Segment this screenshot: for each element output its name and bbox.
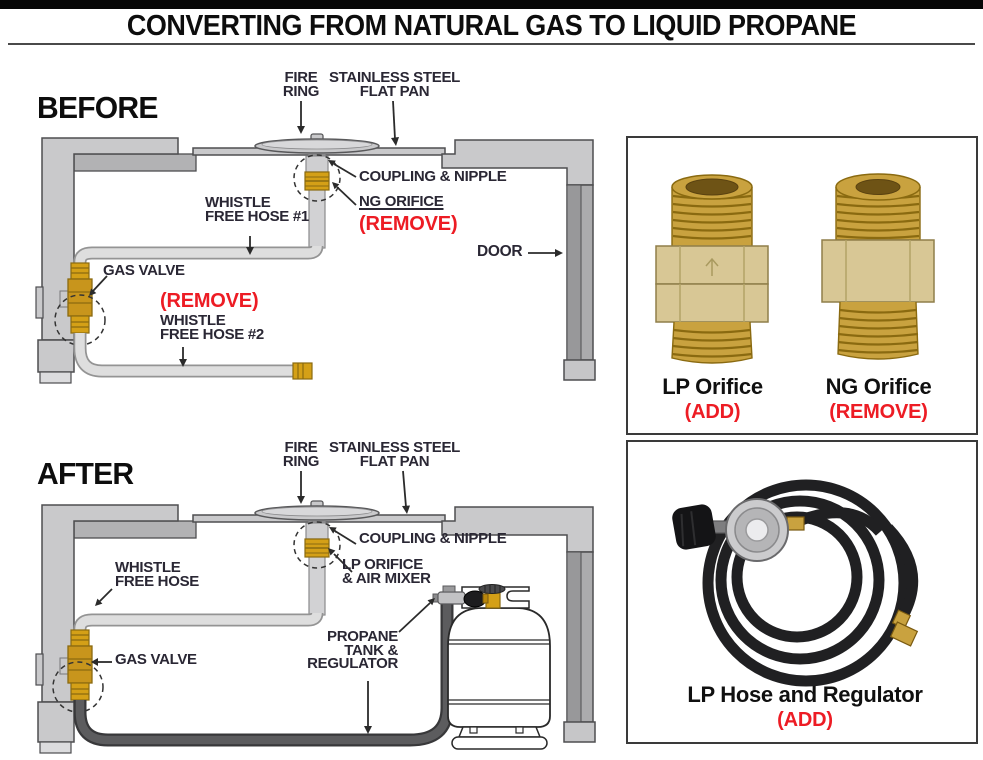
ng-orifice-fitting	[304, 171, 330, 191]
arrow-whistle-hose	[95, 598, 103, 606]
gas-valve-label-after: GAS VALVE	[115, 651, 197, 668]
flat-pan-label-after: STAINLESS STEEL FLAT PAN	[328, 439, 461, 470]
ng-orifice-remove-label: (REMOVE)	[359, 213, 458, 235]
before-diagram	[35, 100, 596, 384]
gas-valve-before	[59, 262, 93, 334]
lp-orifice-air-mixer-label: LP ORIFICE & AIR MIXER	[342, 556, 431, 587]
fire-ring-label-after: FIRE RING	[282, 439, 320, 470]
lp-orifice-action: (ADD)	[684, 401, 741, 423]
whistle-hose2-label: WHISTLE FREE HOSE #2	[160, 312, 264, 343]
ng-orifice-action: (REMOVE)	[829, 401, 928, 423]
gas-valve-label-before: GAS VALVE	[103, 262, 185, 279]
hose-end-nut	[889, 621, 919, 647]
flow-arrow-mark	[705, 257, 719, 276]
after-diagram	[35, 470, 596, 754]
lp-supply-hose	[73, 604, 454, 747]
arrow-coupling-after	[329, 527, 337, 534]
propane-tank	[432, 584, 551, 750]
lp-hose-regulator-action: (ADD)	[777, 709, 833, 731]
orifice-parts-panel	[626, 136, 978, 435]
arrow-hose2	[179, 359, 187, 367]
whistle-hose-after	[73, 612, 324, 632]
arrow-fire-ring-before	[297, 126, 305, 134]
arrow-ng-orifice	[332, 182, 340, 190]
hose-regulator-panel	[626, 440, 978, 744]
whistle-hose-label-after: WHISTLE FREE HOSE	[115, 559, 199, 590]
after-arrowheads	[91, 496, 435, 734]
door-label: DOOR	[477, 243, 523, 260]
lp-orifice-photo	[655, 174, 769, 364]
fire-ring-after	[254, 500, 380, 521]
before-arrowheads	[89, 126, 563, 367]
coupling-nipple-label-after: COUPLING & NIPPLE	[359, 530, 507, 547]
before-arrows	[92, 100, 556, 359]
hose2-remove-label: (REMOVE)	[160, 290, 259, 312]
arrow-coupling-before	[328, 160, 336, 167]
arrow-fire-ring-after	[297, 496, 305, 504]
page-title: CONVERTING FROM NATURAL GAS TO LIQUID PR…	[126, 10, 857, 42]
flat-pan-label-before: STAINLESS STEEL FLAT PAN	[328, 69, 461, 100]
hose2-end-fitting	[292, 362, 313, 380]
lp-orifice-fitting	[304, 538, 330, 558]
before-heading: BEFORE	[37, 90, 158, 125]
after-arrows	[97, 470, 431, 726]
arrow-propane-regulator	[427, 598, 435, 606]
lp-hose-regulator-photo	[672, 479, 919, 687]
arrow-hose1	[246, 247, 254, 255]
coupling-nipple-label-before: COUPLING & NIPPLE	[359, 168, 507, 185]
fire-ring-label-before: FIRE RING	[282, 69, 320, 100]
ng-orifice-caption: NG Orifice	[825, 374, 932, 399]
coupling-before	[305, 155, 329, 173]
lp-hose-regulator-caption: LP Hose and Regulator	[687, 682, 923, 707]
ng-orifice-label: NG ORIFICE	[359, 193, 444, 210]
ng-orifice-photo	[821, 173, 935, 360]
lp-orifice-caption: LP Orifice	[662, 374, 763, 399]
orifice-callout-circle-before	[293, 154, 341, 202]
arrow-door	[555, 249, 563, 257]
fire-ring-before	[254, 133, 380, 154]
arrow-gas-valve-after	[91, 658, 98, 666]
header-top-bar	[0, 0, 983, 9]
hose1-before	[73, 245, 324, 265]
whistle-hose1-label: WHISTLE FREE HOSE #1	[205, 194, 309, 225]
after-heading: AFTER	[37, 456, 134, 491]
tank-valve-handwheel	[478, 584, 506, 594]
orifice-callout-circle-after	[293, 521, 341, 569]
tank-regulator	[432, 585, 489, 608]
propane-tank-regulator-label: PROPANE TANK & REGULATOR	[307, 628, 398, 672]
arrow-flat-pan-after	[402, 505, 410, 514]
arrow-flat-pan-before	[391, 137, 399, 146]
coupling-after	[305, 522, 329, 540]
arrow-propane-tank	[364, 726, 372, 734]
arrow-lp-orifice	[328, 548, 336, 556]
arrow-gas-valve-before	[89, 288, 97, 296]
hose2-before	[73, 333, 293, 378]
